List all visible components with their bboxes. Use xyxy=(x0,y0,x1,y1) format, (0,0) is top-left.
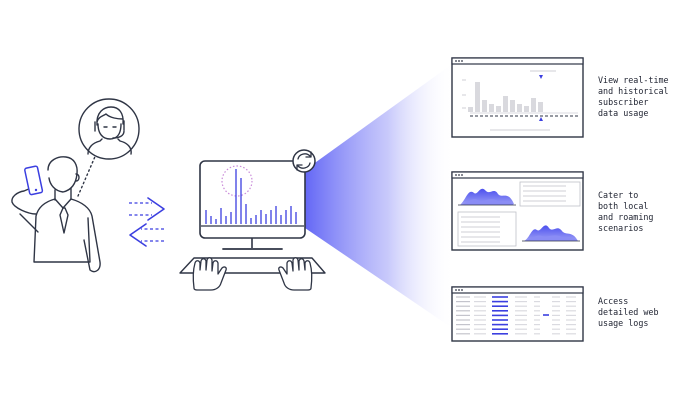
dashboard-bar xyxy=(496,106,501,112)
area-chart-dashboard xyxy=(451,171,584,251)
hands-on-keyboard xyxy=(192,257,313,291)
dashboard-bar xyxy=(524,106,529,112)
dashboard-bar xyxy=(510,100,515,112)
bidirectional-arrows-icon xyxy=(129,197,165,247)
support-agent-icon xyxy=(78,98,140,160)
dashboard-bar xyxy=(475,82,480,112)
monitor-bar-chart xyxy=(205,169,297,224)
feature-label-web-logs: Access detailed web usage logs xyxy=(598,296,659,328)
log-table-rows xyxy=(456,296,576,335)
projection-beam xyxy=(305,62,455,330)
feature-label-roaming: Cater to both local and roaming scenario… xyxy=(598,190,654,233)
dashboard-bar-series xyxy=(468,82,543,112)
caller-figure xyxy=(11,156,101,273)
desktop-computer-icon xyxy=(179,160,326,274)
dashboard-bar xyxy=(538,102,543,112)
bar-chart-dashboard xyxy=(451,57,584,138)
smartphone-icon xyxy=(24,165,44,196)
table-log-dashboard xyxy=(451,286,584,342)
thought-dots xyxy=(77,151,98,197)
dashboard-bar xyxy=(517,104,522,112)
sync-icon xyxy=(292,149,316,173)
dashboard-bar xyxy=(482,100,487,112)
dashboard-bar xyxy=(503,96,508,112)
feature-label-usage: View real-time and historical subscriber… xyxy=(598,75,669,118)
dashboard-bar xyxy=(489,104,494,112)
dashboard-bar xyxy=(468,107,473,112)
dashboard-bar xyxy=(531,98,536,112)
